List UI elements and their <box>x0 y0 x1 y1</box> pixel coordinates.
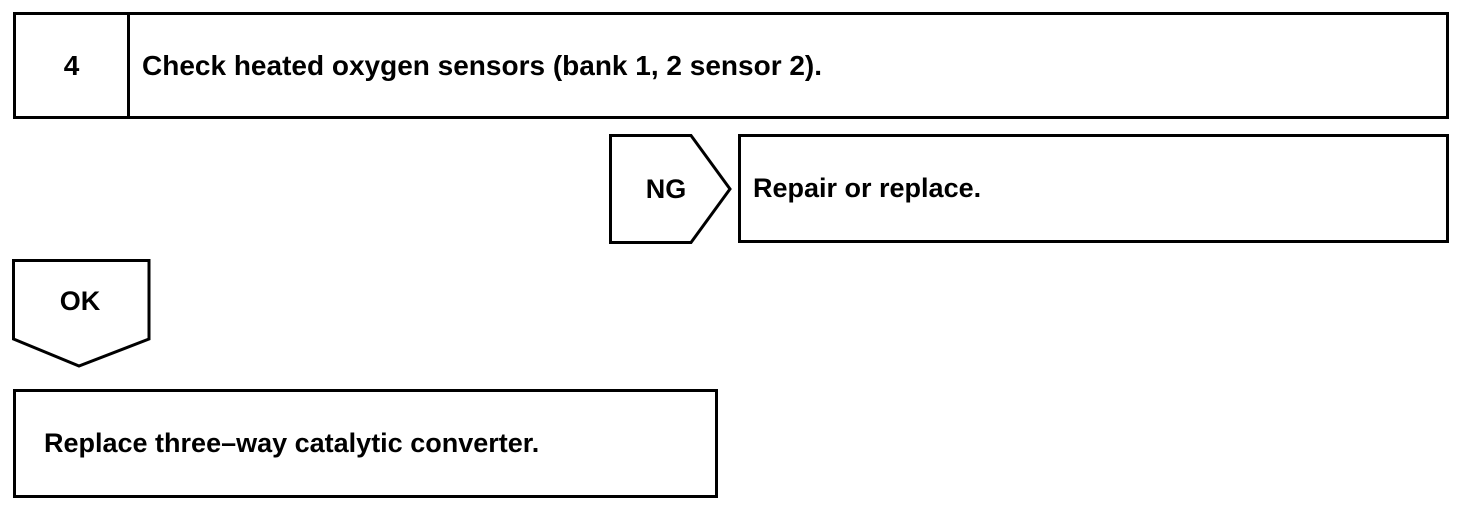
ok-action-text: Replace three–way catalytic converter. <box>44 428 540 458</box>
ok-label: OK <box>59 285 101 316</box>
ok-arrow-shape <box>12 259 151 368</box>
ng-arrow-shape <box>609 134 732 244</box>
ng-action-text: Repair or replace. <box>753 173 982 203</box>
step-header-box: 4 Check heated oxygen sensors (bank 1, 2… <box>13 12 1449 119</box>
step-number: 4 <box>16 15 130 116</box>
ng-label: NG <box>645 173 687 204</box>
ok-action-box: Replace three–way catalytic converter. <box>13 389 718 498</box>
step-title: Check heated oxygen sensors (bank 1, 2 s… <box>142 49 823 81</box>
ng-action-box: Repair or replace. <box>738 134 1449 243</box>
